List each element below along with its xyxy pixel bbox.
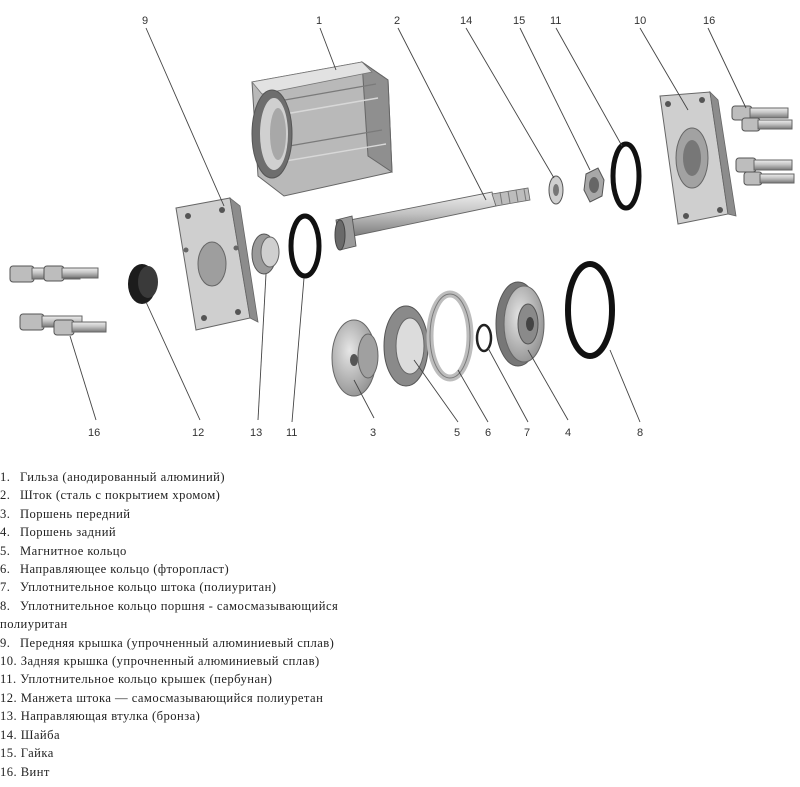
callout-labels: 1 2 14 15 11 10 16 9 16 12 13 11 3 5 6 7… — [88, 15, 715, 439]
callout-6: 6 — [485, 427, 491, 439]
front-cover-part-9 — [175, 197, 259, 331]
callout-5: 5 — [454, 427, 460, 439]
legend-item: 8.Уплотнительное кольцо поршня - самосма… — [0, 598, 339, 632]
screws-left-part-16 — [9, 265, 107, 336]
washer-part-14 — [548, 175, 564, 205]
callout-16-bottom: 16 — [88, 427, 100, 439]
legend-item: 6.Направляющее кольцо (фторопласт) — [0, 562, 230, 577]
legend-item: 1.Гильза (анодированный алюминий) — [0, 470, 225, 484]
legend-item: 7.Уплотнительное кольцо штока (полиурита… — [0, 580, 277, 595]
parts-legend: 1.Гильза (анодированный алюминий) 2.Шток… — [0, 468, 800, 781]
callout-11-top: 11 — [550, 15, 561, 27]
barrel-part-1 — [251, 61, 393, 197]
callout-10: 10 — [634, 15, 646, 27]
legend-item: 3.Поршень передний — [0, 506, 131, 521]
piston-seal-part-8 — [565, 261, 615, 359]
callout-12: 12 — [192, 427, 204, 439]
callout-13: 13 — [250, 427, 262, 439]
front-piston-part-3 — [331, 319, 379, 397]
rear-piston-part-4 — [495, 281, 545, 367]
leader-lines — [69, 27, 747, 423]
magnetic-ring-part-5 — [383, 305, 429, 387]
guide-ring-part-6 — [426, 290, 474, 382]
legend-item: 12. Манжета штока — самосмазывающийся по… — [0, 690, 324, 705]
callout-1: 1 — [316, 15, 322, 27]
legend-item: 2.Шток (сталь с покрытием хромом) — [0, 488, 221, 503]
legend-item: 5.Магнитное кольцо — [0, 543, 127, 558]
rear-cover-part-10 — [659, 90, 737, 225]
legend-item: 16. Винт — [0, 764, 50, 779]
guide-bushing-part-13 — [251, 233, 280, 275]
legend-item: 15. Гайка — [0, 746, 54, 761]
rod-oring-part-7 — [475, 323, 493, 353]
callout-4: 4 — [565, 427, 571, 439]
callout-8: 8 — [637, 427, 643, 439]
legend-item: 13. Направляющая втулка (бронза) — [0, 709, 201, 724]
legend-item: 10. Задняя крышка (упрочненный алюминиев… — [0, 654, 320, 669]
callout-14: 14 — [460, 15, 472, 27]
cover-seal-rear-part-11 — [610, 141, 642, 211]
callout-11-bottom: 11 — [286, 427, 297, 439]
legend-item: 9.Передняя крышка (упрочненный алюминиев… — [0, 635, 335, 650]
callout-16-top: 16 — [703, 15, 715, 27]
rod-seal-part-12 — [128, 264, 158, 304]
legend-item: 4.Поршень задний — [0, 525, 117, 540]
exploded-view-diagram: 1 2 14 15 11 10 16 9 16 12 13 11 3 5 6 7… — [9, 15, 795, 439]
nut-part-15 — [583, 167, 605, 203]
callout-2: 2 — [394, 15, 400, 27]
callout-3: 3 — [370, 427, 376, 439]
legend-item: 11. Уплотнительное кольцо крышек (пербун… — [0, 672, 273, 687]
callout-9: 9 — [142, 15, 148, 27]
legend-item: 14. Шайба — [0, 727, 60, 742]
callout-7: 7 — [524, 427, 530, 439]
cover-seal-front-part-11 — [288, 213, 322, 279]
callout-15: 15 — [513, 15, 525, 27]
screws-right-part-16 — [731, 105, 795, 186]
rod-part-2 — [334, 187, 531, 251]
